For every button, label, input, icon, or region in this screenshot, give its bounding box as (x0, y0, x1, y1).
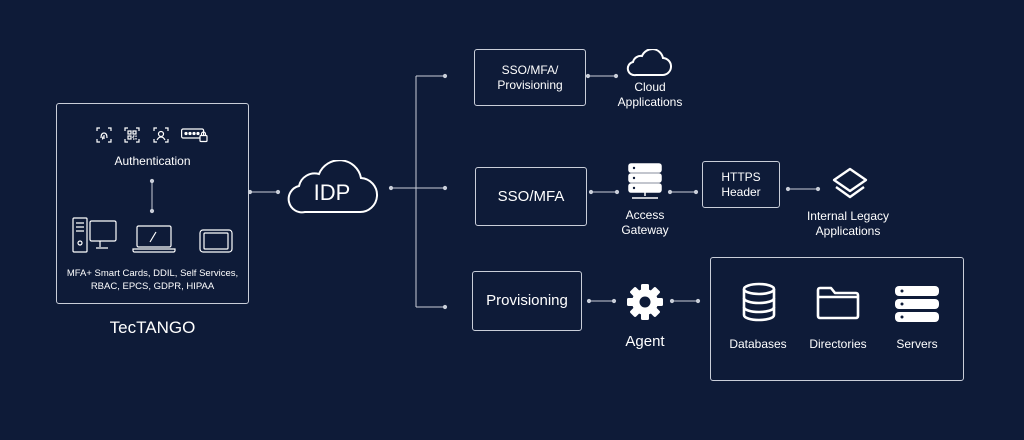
authentication-label: Authentication (114, 154, 191, 168)
access-gateway-line-2: Gateway (621, 223, 669, 237)
provisioning-label: Provisioning (486, 292, 568, 309)
databases-label: Databases (729, 337, 787, 351)
laptop-icon (132, 225, 176, 253)
agent-label: Agent (625, 333, 665, 350)
face-id-icon (153, 127, 169, 143)
https-header-box (702, 161, 780, 208)
provisioning-box (472, 271, 582, 331)
tablet-icon (199, 229, 233, 253)
server-stack-icon (628, 163, 662, 201)
sso-mfa-provisioning-line-2: Provisioning (497, 78, 563, 92)
qr-code-icon (124, 127, 140, 143)
password-lock-icon (181, 128, 209, 143)
targets-box (710, 257, 964, 381)
sso-mfa-box (475, 167, 587, 226)
directories-label: Directories (809, 337, 867, 351)
product-name: TecTANGO (109, 318, 196, 337)
access-gateway-line-1: Access (625, 208, 665, 222)
layers-icon (832, 167, 868, 201)
desktop-computer-icon (72, 217, 118, 255)
tectango-box (56, 103, 249, 304)
server-icon (895, 286, 939, 322)
cloud-icon (626, 49, 672, 77)
internal-legacy-line-1: Internal Legacy (806, 209, 890, 223)
sso-mfa-label: SSO/MFA (497, 188, 565, 205)
sso-mfa-provisioning-box (474, 49, 586, 106)
database-icon (741, 282, 777, 322)
features-line-2: RBAC, EPCS, GDPR, HIPAA (90, 281, 215, 292)
idp-label: IDP (313, 180, 351, 205)
folder-icon (816, 286, 860, 320)
cloud-applications-line-1: Cloud (634, 80, 666, 94)
cloud-applications-line-2: Applications (617, 95, 683, 109)
gear-icon (626, 283, 664, 321)
https-header-line-2: Header (721, 185, 761, 199)
sso-mfa-provisioning-line-1: SSO/MFA/ (501, 63, 559, 77)
internal-legacy-line-2: Applications (815, 224, 881, 238)
fingerprint-icon (96, 127, 112, 143)
idp-cloud (285, 160, 379, 216)
servers-label: Servers (896, 337, 938, 351)
https-header-line-1: HTTPS (721, 170, 761, 184)
features-line-1: MFA+ Smart Cards, DDIL, Self Services, (66, 268, 239, 279)
